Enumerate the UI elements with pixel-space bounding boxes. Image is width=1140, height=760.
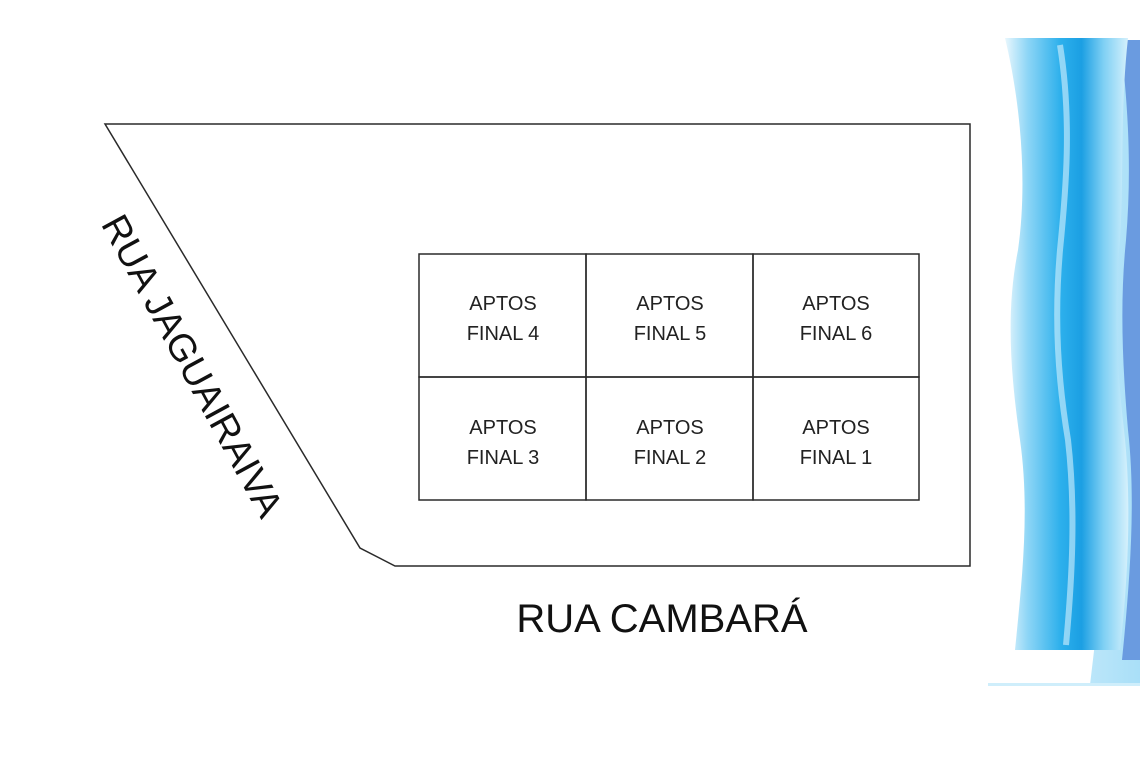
unit-label-apto-final-4: APTOS — [469, 293, 536, 315]
unit-label-final-6: FINAL 6 — [800, 323, 873, 345]
unit-label-final-1: FINAL 1 — [800, 447, 873, 469]
water-highlight — [1054, 44, 1076, 646]
lot-boundary — [103, 123, 971, 567]
unit-label-final-2: FINAL 2 — [634, 447, 707, 469]
unit-cell-final-4 — [418, 253, 587, 378]
unit-label-apto-final-2: APTOS — [636, 417, 703, 439]
unit-cell-final-5 — [585, 253, 754, 378]
water-base-line — [988, 683, 1140, 686]
unit-label-apto-final-3: APTOS — [469, 417, 536, 439]
water-main-layer — [1005, 38, 1129, 650]
unit-label-final-3: FINAL 3 — [467, 447, 540, 469]
street-label-cambara: RUA CAMBARÁ — [516, 596, 807, 641]
unit-label-final-4: FINAL 4 — [467, 323, 540, 345]
water-graphic — [988, 38, 1140, 686]
street-label-jaguairaiva: RUA JAGUAIRAIVA — [93, 208, 291, 525]
water-edge-layer — [1120, 40, 1140, 660]
unit-cell-final-1 — [752, 376, 920, 501]
unit-label-final-5: FINAL 5 — [634, 323, 707, 345]
unit-label-apto-final-6: APTOS — [802, 293, 869, 315]
unit-label-apto-final-5: APTOS — [636, 293, 703, 315]
unit-cell-final-6 — [752, 253, 920, 378]
apartment-block: APTOS FINAL 4 APTOS FINAL 5 APTOS FINAL … — [418, 253, 920, 501]
unit-label-apto-final-1: APTOS — [802, 417, 869, 439]
